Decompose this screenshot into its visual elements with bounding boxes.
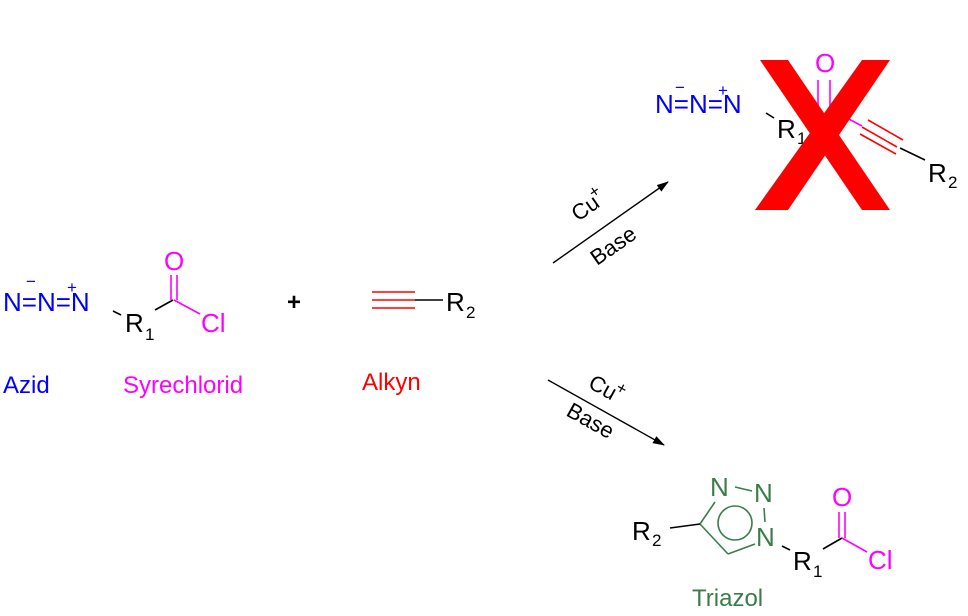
upper-reaction-arrow: Cu + Base — [552, 181, 669, 270]
azide-reactant: N=N=N − + Azid — [3, 272, 122, 399]
plus-sign: + — [287, 289, 301, 316]
r2-symbol: R — [446, 287, 465, 317]
triazole-label: Triazol — [692, 585, 763, 612]
acid-chloride-group: O Cl Syrechlorid — [123, 246, 243, 399]
azide-label: Azid — [3, 372, 50, 399]
nitrogen-atom: N — [710, 472, 729, 502]
r1-symbol: R — [125, 308, 144, 338]
r2-symbol: R — [928, 158, 947, 188]
bond — [763, 507, 766, 523]
bond — [822, 537, 843, 550]
aromatic-ring — [717, 505, 753, 541]
chlorine-atom: Cl — [868, 545, 893, 575]
cross-out-x-icon — [755, 60, 890, 210]
arrow — [547, 379, 665, 446]
azide-formula: N=N=N — [3, 287, 90, 317]
bond — [781, 545, 791, 551]
azide-formula: N=N=N — [655, 89, 742, 119]
acid-chloride-label: Syrechlorid — [123, 372, 243, 399]
r2-subscript: 2 — [948, 173, 957, 192]
nitrogen-atom: N — [754, 478, 773, 508]
bond — [859, 133, 897, 155]
bond — [899, 147, 926, 161]
alkyne-reactant: R 2 Alkyn — [362, 287, 475, 396]
r1-symbol: R — [777, 114, 796, 144]
nitrogen-atom: N — [756, 522, 775, 552]
bond — [734, 486, 753, 492]
arrow — [552, 181, 669, 264]
bond — [699, 523, 729, 555]
bond — [669, 523, 701, 529]
triazole-product: N N N R 2 R 1 O Cl Triazol — [632, 472, 893, 612]
r1-subscript: 1 — [797, 129, 806, 148]
oxygen-atom: O — [832, 482, 852, 512]
oxygen-atom: O — [815, 48, 835, 78]
azide-minus-charge: − — [675, 78, 685, 97]
r1-subscript: 1 — [145, 325, 154, 344]
azide-minus-charge: − — [26, 272, 36, 291]
reagent-label: Base — [586, 221, 641, 270]
r1-symbol: R — [793, 546, 812, 576]
r2-symbol: R — [632, 516, 651, 546]
bond — [841, 537, 868, 553]
r1-group: R 1 — [125, 299, 174, 344]
bond — [867, 119, 904, 141]
bond — [727, 543, 756, 555]
azide-plus-charge: + — [718, 81, 728, 100]
bond — [765, 112, 775, 119]
r2-subscript: 2 — [466, 303, 475, 322]
r1-subscript: 1 — [813, 562, 822, 581]
oxygen-atom: O — [164, 246, 184, 276]
bond — [112, 310, 122, 316]
undesired-product: N=N=N − + R 1 O R 2 — [655, 48, 957, 210]
bond — [699, 501, 716, 525]
bond — [154, 299, 174, 311]
lower-reaction-arrow: Cu + Base — [547, 370, 665, 446]
azide-plus-charge: + — [67, 278, 77, 297]
chlorine-atom: Cl — [201, 308, 226, 338]
r2-subscript: 2 — [652, 531, 661, 550]
bond — [861, 126, 898, 148]
alkyne-label: Alkyn — [362, 369, 421, 396]
bond — [173, 299, 201, 315]
